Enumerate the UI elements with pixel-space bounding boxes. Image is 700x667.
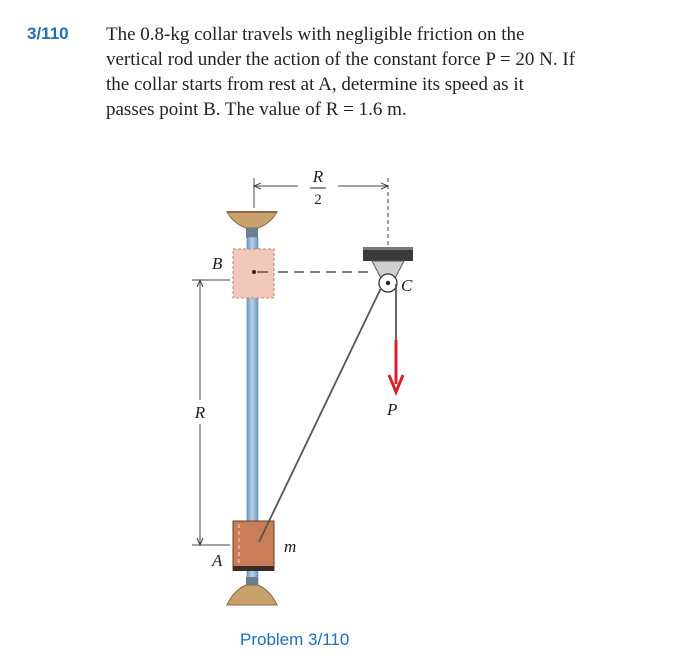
label-B: B (212, 254, 223, 273)
cable-to-collar (258, 287, 382, 543)
pulley-ceiling-top (363, 247, 413, 250)
collar-B-pin (252, 270, 256, 274)
pulley-center (385, 280, 391, 286)
label-P: P (386, 400, 397, 419)
label-A: A (211, 551, 223, 570)
collar-at-A (232, 520, 275, 571)
label-C: C (401, 276, 413, 295)
pulley-ceiling (363, 247, 413, 261)
top-mount (226, 211, 278, 229)
problem-number: 3/110 (27, 24, 69, 43)
dim-R-label: R (194, 403, 206, 422)
dim-R-half-denominator: 2 (314, 192, 322, 208)
rod-top-cap (246, 228, 258, 238)
label-m: m (284, 537, 296, 556)
problem-statement: The 0.8-kg collar travels with negligibl… (106, 22, 576, 122)
problem-statement-text: The 0.8-kg collar travels with negligibl… (106, 24, 576, 120)
figure-caption: Problem 3/110 (240, 630, 350, 649)
bottom-mount (226, 584, 278, 606)
rod-bottom-cap (246, 577, 258, 585)
dim-R-half-numerator: R (312, 167, 324, 186)
collar-A-base (233, 566, 274, 571)
force-arrow-P-head (387, 374, 405, 396)
